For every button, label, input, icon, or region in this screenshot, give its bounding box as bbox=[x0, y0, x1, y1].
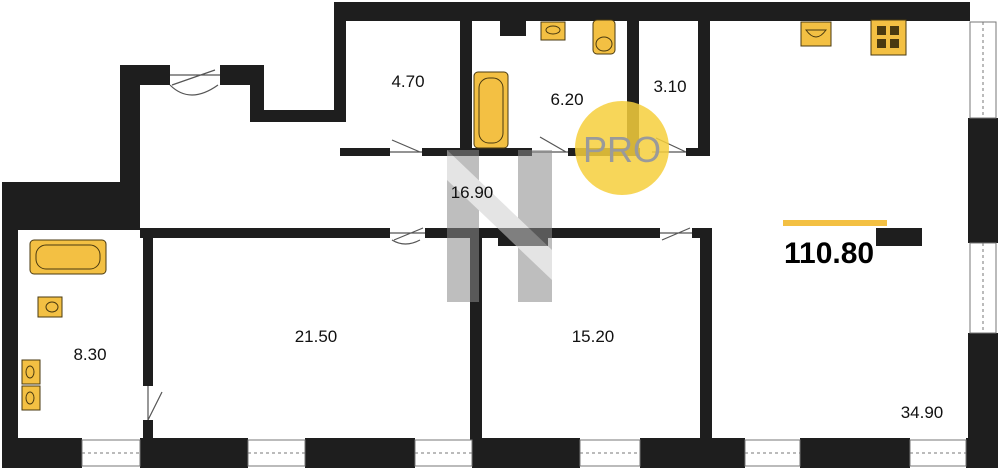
wall-bottom-2 bbox=[140, 438, 248, 468]
window-bottom-6 bbox=[909, 439, 967, 467]
room-area-bedroom-1: 21.50 bbox=[295, 327, 338, 346]
bathtub-icon bbox=[473, 71, 509, 149]
wall-bath-nook bbox=[500, 18, 526, 36]
wall-ledge-top bbox=[220, 65, 264, 85]
pro-circle bbox=[575, 101, 669, 195]
door-storage bbox=[390, 139, 422, 153]
wall-storage-right bbox=[460, 18, 472, 156]
stove-icon bbox=[870, 19, 907, 56]
window-bottom-1 bbox=[81, 439, 141, 467]
washer-icon bbox=[21, 385, 41, 411]
wall-top bbox=[334, 2, 970, 21]
washer-icon bbox=[21, 359, 41, 385]
sink-icon bbox=[800, 21, 832, 47]
total-area: 110.80 bbox=[784, 237, 874, 270]
door-bedroom-1 bbox=[390, 227, 425, 245]
room-area-wc: 3.10 bbox=[653, 77, 686, 96]
wall-accent-block bbox=[876, 228, 922, 246]
wall-bottom-7 bbox=[966, 438, 998, 468]
wall-wc-bottom bbox=[686, 148, 710, 156]
room-area-bedroom-2: 15.20 bbox=[572, 327, 615, 346]
room-area-bathroom-top: 6.20 bbox=[550, 90, 583, 109]
bathtub-icon bbox=[29, 239, 107, 275]
fixtures bbox=[21, 19, 907, 411]
wall-bedroom-left-low bbox=[143, 420, 153, 440]
window-bottom-5 bbox=[744, 439, 801, 467]
sink-icon bbox=[540, 21, 566, 41]
wall-bottom-1 bbox=[2, 438, 82, 468]
wall-bottom-3 bbox=[305, 438, 415, 468]
wall-bottom-6 bbox=[800, 438, 910, 468]
wall-living-left bbox=[700, 228, 712, 440]
watermark-h bbox=[447, 150, 552, 302]
total-area-accent-bar bbox=[783, 220, 887, 226]
wall-bottom-4 bbox=[472, 438, 580, 468]
door-entrance bbox=[169, 69, 220, 96]
total-area-group: 110.80 bbox=[783, 220, 887, 270]
window-bottom-3 bbox=[414, 439, 473, 467]
wall-right-1 bbox=[968, 118, 998, 243]
wall-mid-1 bbox=[140, 228, 390, 238]
pro-text: PRO bbox=[583, 129, 661, 170]
door-bedroom-2 bbox=[660, 227, 692, 241]
wall-left-block bbox=[2, 182, 140, 230]
wall-wc-right bbox=[698, 18, 710, 156]
windows bbox=[81, 21, 997, 467]
wall-bottom-5 bbox=[640, 438, 745, 468]
door-bathroom-top bbox=[532, 136, 568, 153]
room-area-hallway: 16.90 bbox=[451, 183, 494, 202]
toilet-icon bbox=[592, 19, 616, 55]
room-labels: 4.70 6.20 3.10 16.90 8.30 21.50 15.20 34… bbox=[73, 72, 943, 422]
watermark-h-diagonal bbox=[447, 150, 552, 280]
room-area-bathroom-left: 8.30 bbox=[73, 345, 106, 364]
wall-bedroom-left bbox=[143, 228, 153, 386]
wall-upper-ledge bbox=[250, 110, 346, 122]
watermark-pro: PRO bbox=[575, 101, 669, 195]
wall-top-left-vertical bbox=[334, 2, 346, 117]
door-bathroom-left bbox=[147, 386, 163, 421]
wall-left-outer bbox=[2, 182, 18, 440]
room-area-living-kitchen: 34.90 bbox=[901, 403, 944, 422]
doors bbox=[147, 69, 692, 421]
sink-icon bbox=[37, 296, 63, 318]
wall-right-2 bbox=[968, 333, 998, 440]
wall-storage-bottom bbox=[340, 148, 390, 156]
window-bottom-2 bbox=[247, 439, 306, 467]
room-area-storage: 4.70 bbox=[391, 72, 424, 91]
